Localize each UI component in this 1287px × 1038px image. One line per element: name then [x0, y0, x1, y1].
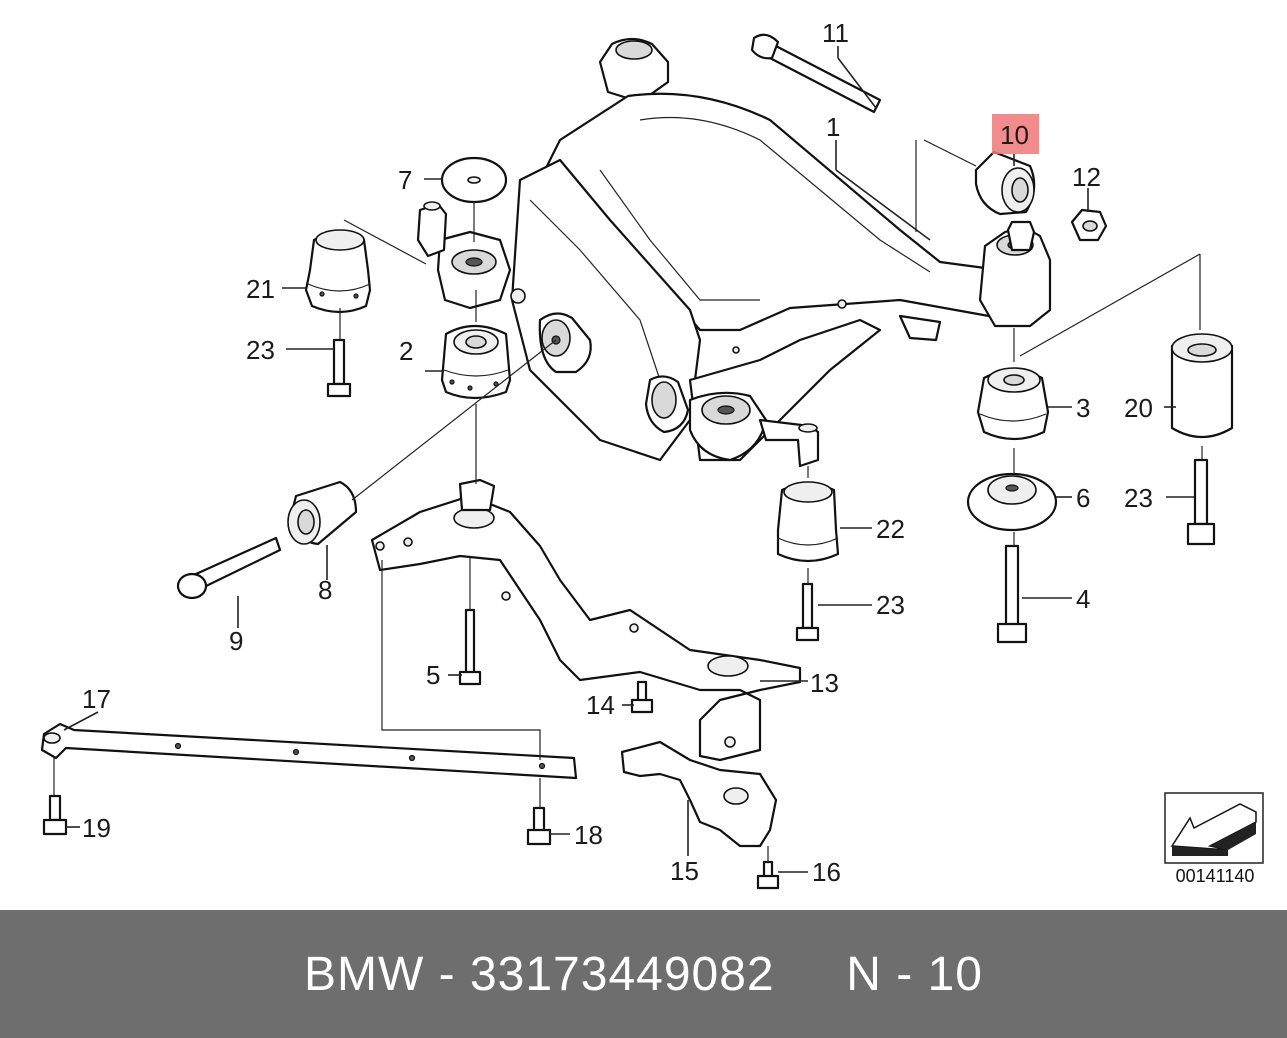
callout-23-left: 23	[246, 335, 275, 365]
part-20-rubber-mount	[1170, 333, 1234, 438]
callout-11: 11	[822, 18, 849, 48]
part-11-bolt	[750, 33, 882, 114]
callout-9: 9	[229, 626, 243, 656]
part-17-strut	[40, 722, 578, 780]
callout-8: 8	[318, 575, 332, 605]
part-6-washer	[966, 472, 1058, 532]
part-10-bushing	[974, 150, 1036, 216]
callout-2: 2	[399, 336, 413, 366]
part-22-rubber-mount	[776, 481, 840, 563]
part-15-bracket	[620, 740, 778, 848]
part-4-bolt	[996, 544, 1028, 644]
part-7-washer	[440, 156, 508, 204]
part-14-bolt	[630, 680, 654, 714]
callout-23-mid: 23	[876, 590, 905, 620]
part-8-bushing	[287, 480, 358, 546]
part-3-bushing	[976, 367, 1050, 441]
part-23-bolt-mid	[795, 582, 820, 642]
footer-bar: BMW - 33173449082 N - 10	[0, 910, 1287, 1038]
callout-19: 19	[82, 813, 111, 843]
part-13-cross-member	[370, 478, 802, 762]
callout-1: 1	[826, 112, 840, 142]
part-5-bolt	[458, 608, 482, 686]
part-19-bolt	[42, 794, 68, 836]
callout-15: 15	[670, 856, 699, 886]
callout-6: 6	[1076, 483, 1090, 513]
part-23-bolt-left	[326, 338, 352, 398]
callout-7: 7	[398, 165, 412, 195]
reference-code: 00141140	[1175, 866, 1255, 886]
callout-labels: 1 2 3 4 5 6 7 8 9 10 11 12 13 14 15 16 1…	[82, 18, 1153, 887]
callout-13: 13	[810, 668, 839, 698]
orientation-arrow-box	[1164, 792, 1264, 864]
part-2-bushing	[440, 324, 512, 400]
callout-20: 20	[1124, 393, 1153, 423]
callout-23-right: 23	[1124, 483, 1153, 513]
part-18-bolt	[526, 806, 552, 846]
callout-12: 12	[1072, 162, 1101, 192]
callout-14: 14	[586, 690, 615, 720]
callout-10: 10	[1000, 120, 1029, 150]
subframe-carrier	[416, 37, 1052, 468]
callout-3: 3	[1076, 393, 1090, 423]
part-number-caption: BMW - 33173449082 N - 10	[304, 947, 983, 1001]
callout-5: 5	[426, 660, 440, 690]
parts-diagram: 1 2 3 4 5 6 7 8 9 10 11 12 13 14 15 16 1…	[40, 18, 1264, 890]
leader-lines	[53, 46, 1203, 873]
part-23-bolt-right	[1186, 458, 1216, 546]
callout-16: 16	[812, 857, 841, 887]
callout-18: 18	[574, 820, 603, 850]
callout-22: 22	[876, 514, 905, 544]
part-21-rubber-mount	[304, 229, 372, 314]
callout-4: 4	[1076, 584, 1090, 614]
part-9-bolt	[176, 536, 282, 600]
highlight-box	[992, 114, 1039, 154]
callout-21: 21	[246, 274, 275, 304]
direction-arrow-icon	[1170, 803, 1257, 851]
part-16-bolt	[756, 860, 780, 890]
part-12-nut	[1070, 208, 1108, 242]
callout-17: 17	[82, 684, 111, 714]
